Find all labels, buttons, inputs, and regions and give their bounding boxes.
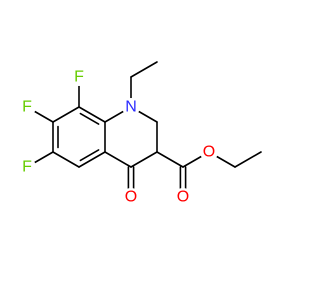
ester-oxygen-atom: O [203, 144, 215, 161]
fluorine-atom-c8-mask [70, 68, 88, 86]
benzene-double-bond-1 [79, 112, 100, 125]
fluorine-atom-c7-mask [18, 98, 36, 116]
ester-carbonyl-oxygen-atom: O [177, 189, 189, 206]
molecule-diagram: F F F N O O O [18, 61, 262, 206]
benzene-bond-5 [78, 151, 106, 168]
nitrogen-atom: N [125, 99, 137, 116]
fluorine-atom-c8: F [74, 69, 84, 86]
benzene-double-bond-3 [79, 149, 100, 162]
ketone-oxygen-atom-mask [122, 188, 140, 206]
bond-c4-c4a [104, 151, 132, 168]
bond-c3-ester-carbon [156, 151, 184, 168]
bond-ester-ethyl-chain [234, 151, 262, 168]
bond-n-ethyl-chain [130, 61, 158, 78]
bond-c3-c4 [130, 151, 158, 168]
ester-oxygen-atom-mask [200, 143, 218, 161]
ester-carbonyl-oxygen-atom-mask [174, 188, 192, 206]
fluorine-atom-c6-mask [18, 158, 36, 176]
structure-canvas: F F F N O O O [18, 61, 262, 206]
bonds-layer [26, 61, 262, 198]
fluorine-atom-c6: F [22, 159, 32, 176]
labels-layer: F F F N O O O [18, 68, 218, 206]
benzene-bond-2 [52, 106, 80, 123]
nitrogen-atom-mask [122, 98, 140, 116]
benzene-bond-4 [52, 151, 80, 168]
fluorine-atom-c7: F [22, 99, 32, 116]
benzene-bond-1 [78, 106, 106, 123]
ketone-oxygen-atom: O [125, 189, 137, 206]
